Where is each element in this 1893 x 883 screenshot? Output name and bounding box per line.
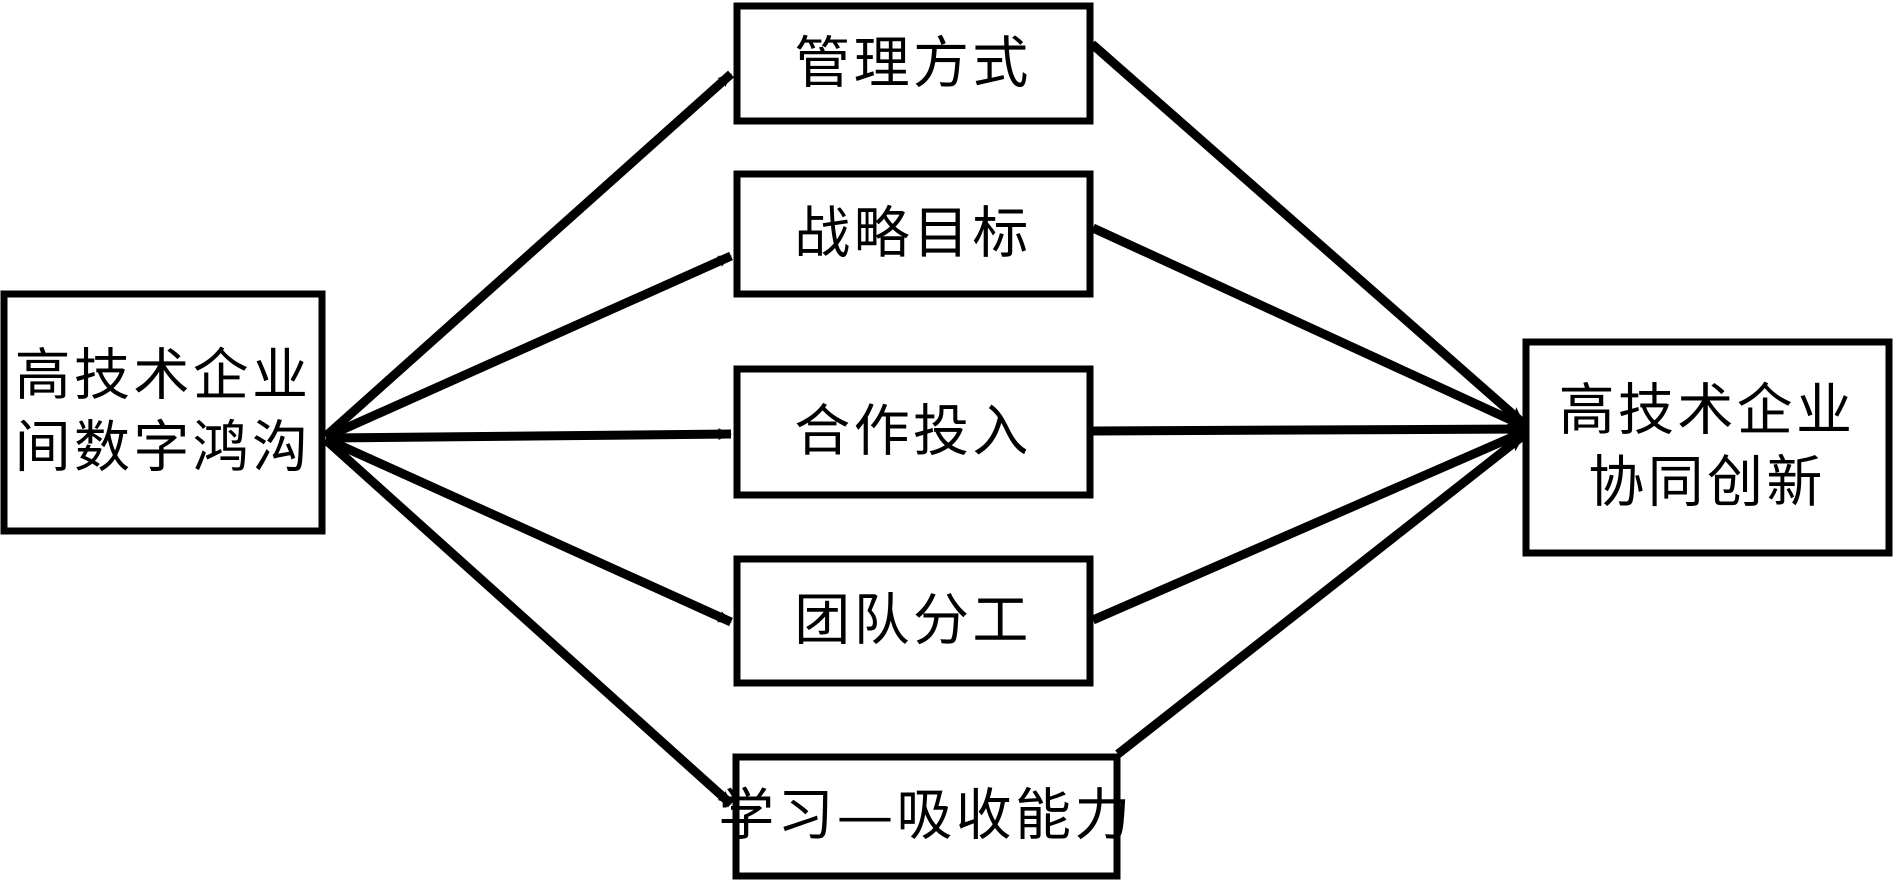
m3-label: 合作投入 — [794, 400, 1031, 465]
source-label-line2: 间数字鸿沟 — [15, 416, 312, 481]
node-target[interactable]: 高技术企业 协同创新 — [1522, 338, 1893, 557]
m5-box[interactable] — [732, 753, 1121, 880]
node-source[interactable]: 高技术企业 间数字鸿沟 — [0, 290, 326, 535]
target-box[interactable] — [1522, 338, 1893, 557]
edges-source-to-mediators — [322, 70, 735, 808]
target-label-line2: 协同创新 — [1588, 451, 1825, 516]
node-m1[interactable]: 管理方式 — [733, 2, 1094, 125]
node-m4[interactable]: 团队分工 — [733, 555, 1094, 687]
m4-label: 团队分工 — [794, 589, 1031, 654]
node-m3[interactable]: 合作投入 — [733, 365, 1094, 499]
edge-m4-to-target — [1091, 427, 1526, 625]
m4-box[interactable] — [733, 555, 1094, 687]
m2-label: 战略目标 — [794, 202, 1031, 267]
node-m2[interactable]: 战略目标 — [733, 170, 1094, 298]
edge-m3-to-target — [1092, 421, 1525, 437]
m3-box[interactable] — [733, 365, 1094, 499]
node-m5[interactable]: 学习—吸收能力 — [718, 753, 1134, 880]
m2-box[interactable] — [733, 170, 1094, 298]
edge-source-to-m2 — [324, 251, 733, 442]
m1-label: 管理方式 — [794, 32, 1031, 97]
edge-source-to-m4 — [324, 434, 733, 627]
edge-m1-to-target — [1089, 40, 1527, 428]
edge-source-to-m1 — [323, 70, 734, 440]
source-label-line1: 高技术企业 — [15, 344, 312, 409]
edge-source-to-m3 — [325, 428, 732, 443]
m5-label: 学习—吸收能力 — [718, 784, 1134, 849]
target-label-line1: 高技术企业 — [1559, 379, 1856, 444]
edges-mediators-to-target — [1089, 40, 1527, 758]
m1-box[interactable] — [733, 2, 1094, 125]
edge-m5-to-target — [1115, 431, 1527, 758]
edge-m2-to-target — [1091, 223, 1526, 431]
edge-source-to-m5 — [322, 436, 735, 808]
source-box[interactable] — [0, 290, 326, 535]
